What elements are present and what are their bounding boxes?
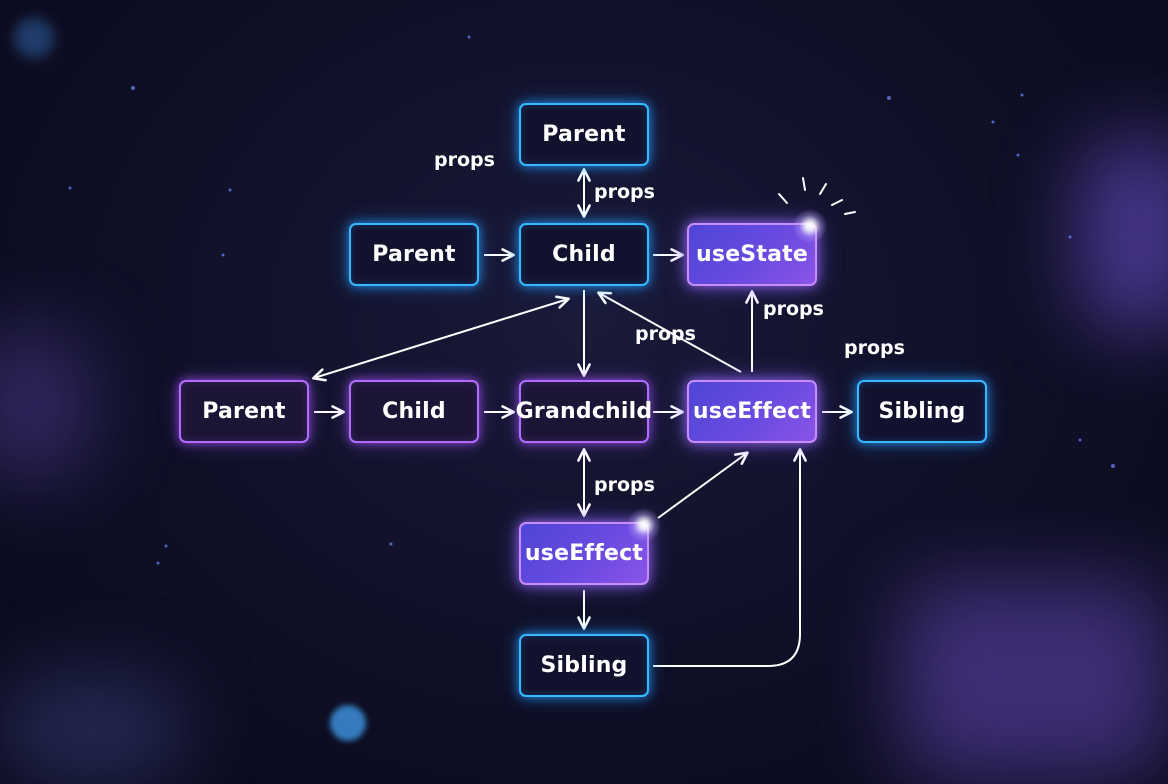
node-parent-row3[interactable]: Parent — [179, 380, 309, 443]
sparkle-rays — [778, 177, 856, 215]
props-label-parent-child: props — [594, 181, 655, 203]
sparkle-usestate — [793, 209, 827, 243]
props-label-usestate: props — [763, 298, 824, 320]
background-glow-bottom-right — [900, 580, 1168, 780]
background-glow-right — [1080, 140, 1168, 330]
edge-useeffect-to-useeffect-diagonal — [657, 451, 749, 519]
props-label-floating: props — [434, 149, 495, 171]
background-orb-top-left — [14, 18, 54, 58]
node-sibling[interactable]: Sibling — [857, 380, 987, 443]
node-useeffect[interactable]: useEffect — [687, 380, 817, 443]
edge-useeffect-to-child-diagonal — [597, 291, 742, 373]
background-glow-bottom-left — [0, 680, 180, 780]
node-top-parent[interactable]: Parent — [519, 103, 649, 166]
edge-sibling-to-useeffect-curve — [653, 448, 807, 667]
node-useeffect-lower[interactable]: useEffect — [519, 522, 649, 585]
props-label-sibling: props — [844, 337, 905, 359]
props-label-diagonal: props — [635, 323, 696, 345]
node-sibling-bottom[interactable]: Sibling — [519, 634, 649, 697]
node-child-row3[interactable]: Child — [349, 380, 479, 443]
background-glow-left — [0, 330, 90, 480]
background-orb — [330, 705, 366, 741]
sparkle-useeffect-lower — [627, 508, 661, 542]
edge-child-parent-diagonal — [312, 295, 570, 382]
node-grandchild[interactable]: Grandchild — [516, 380, 652, 443]
node-child[interactable]: Child — [519, 223, 649, 286]
node-parent[interactable]: Parent — [349, 223, 479, 286]
star-dots — [68, 35, 1115, 565]
props-label-grandchild: props — [594, 474, 655, 496]
